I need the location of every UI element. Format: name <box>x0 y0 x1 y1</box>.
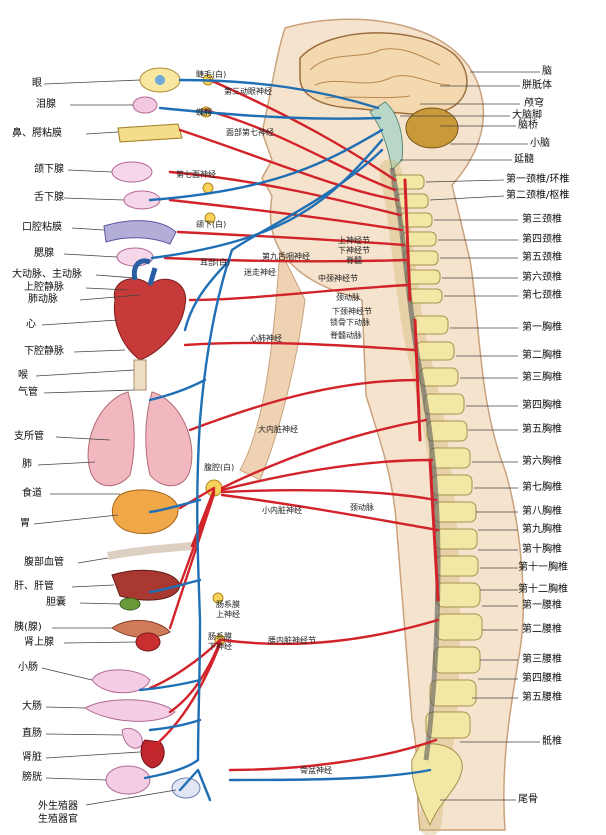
label-bladder: 膀胱 <box>22 772 42 783</box>
label-submandibular-gland: 颌下腺 <box>34 164 64 175</box>
label-carotid-artery-lower: 颈动脉 <box>350 503 374 512</box>
label-l2: 第二腰椎 <box>522 624 562 635</box>
label-t3: 第三胸椎 <box>522 372 562 383</box>
label-external-genitalia: 外生殖器 <box>38 801 78 812</box>
label-inferior-cervical-ganglion: 下颈神经节 <box>332 307 372 316</box>
label-l3: 第三腰椎 <box>522 654 562 665</box>
label-c3: 第三颈椎 <box>522 214 562 225</box>
label-t5: 第五胸椎 <box>522 424 562 435</box>
label-corpus-callosum: 胼胝体 <box>522 80 552 91</box>
red-nerves <box>148 78 440 772</box>
label-vagus-nerve: 迷走神经 <box>244 268 276 277</box>
label-nasal-palatal-mucosa: 鼻、腭粘膜 <box>12 128 62 139</box>
label-gallbladder: 胆囊 <box>46 597 66 608</box>
organs <box>84 67 201 799</box>
label-trachea: 气管 <box>18 387 38 398</box>
label-superior-mesenteric-nerve: 肠系膜上神经 <box>216 600 240 619</box>
label-subclavian-artery: 锁骨下动脉 <box>330 318 370 327</box>
label-greater-splanchnic-nerve: 大内脏神经 <box>258 425 298 434</box>
ganglia <box>200 74 226 646</box>
label-lung: 肺 <box>22 459 32 470</box>
label-pulmonary-artery: 肺动脉 <box>28 294 58 305</box>
spine <box>379 159 483 835</box>
label-adrenal-gland: 肾上腺 <box>24 637 54 648</box>
label-aorta: 大动脉、主动脉 <box>12 269 82 280</box>
label-oculomotor-nerve: 第三动眼神经 <box>224 87 272 96</box>
label-glossopharyngeal-nerve: 第九舌咽神经 <box>262 252 310 261</box>
label-l4: 第四腰椎 <box>522 673 562 684</box>
label-lumbar-splanchnic-ganglion: 腰内脏神经节 <box>268 636 316 645</box>
label-pancreas: 胰(腺) <box>14 622 42 633</box>
label-l1: 第一腰椎 <box>522 600 562 611</box>
label-t1: 第一胸椎 <box>522 322 562 333</box>
label-brain: 脑 <box>542 66 552 77</box>
label-submandibular-ganglion: 颌下(白) <box>196 220 227 229</box>
label-otic-ganglion: 耳部(白) <box>200 258 231 267</box>
label-rectum: 直肠 <box>22 728 42 739</box>
label-inferior-mesenteric-nerve: 肠系膜下神经 <box>208 632 232 651</box>
label-pelvic-nerve: 骨盆神经 <box>300 766 332 775</box>
label-c1: 第一颈椎/环椎 <box>506 174 570 185</box>
label-t4: 第四胸椎 <box>522 400 562 411</box>
label-t9: 第九胸椎 <box>522 524 562 535</box>
label-ciliary-ganglion: 睫毛(白) <box>196 70 227 79</box>
blue-nerves <box>138 78 432 802</box>
label-c7: 第七颈椎 <box>522 290 562 301</box>
label-spinal-cord: 脊髓 <box>346 256 362 265</box>
label-t10: 第十胸椎 <box>522 544 562 555</box>
label-cardiopulmonary-nerve: 心肺神经 <box>250 334 282 343</box>
label-c2: 第二颈椎/枢椎 <box>506 190 570 201</box>
label-inferior-vena-cava: 下腔静脉 <box>24 346 64 357</box>
label-eye: 眼 <box>32 78 42 89</box>
label-facial-nerve-7: 面部第七神经 <box>226 128 274 137</box>
label-cranial-vault: 颅穹 <box>524 98 544 109</box>
label-superior-vena-cava: 上腔静脉 <box>24 282 64 293</box>
label-liver-bile-duct: 肝、肝管 <box>14 581 54 592</box>
label-stomach: 胃 <box>20 518 30 529</box>
label-inferior-ganglion: 下神经节 <box>338 246 370 255</box>
label-coccyx: 尾骨 <box>518 794 538 805</box>
label-esophagus: 食道 <box>22 488 42 499</box>
label-celiac-ganglion: 腹腔(白) <box>204 463 235 472</box>
label-carotid-artery-upper: 颈动脉 <box>336 293 360 302</box>
neck-skin <box>239 248 306 481</box>
label-kidney: 肾脏 <box>22 752 42 763</box>
label-cerebellum: 小脑 <box>530 138 550 149</box>
label-l5: 第五腰椎 <box>522 692 562 703</box>
label-small-intestine: 小肠 <box>18 662 38 673</box>
label-medulla: 延髓 <box>514 154 534 165</box>
label-middle-cervical-ganglion: 中颈神经节 <box>318 274 358 283</box>
label-abdominal-vessels: 腹部血管 <box>24 557 64 568</box>
label-larynx: 喉 <box>18 370 28 381</box>
label-c5: 第五颈椎 <box>522 252 562 263</box>
label-pons: 脑桥 <box>518 120 538 131</box>
label-t2: 第二胸椎 <box>522 350 562 361</box>
label-pterygopalatine: 蝶腭 <box>196 108 212 117</box>
label-oral-mucosa: 口腔粘膜 <box>22 222 62 233</box>
label-sublingual-gland: 舌下腺 <box>34 192 64 203</box>
label-large-intestine: 大肠 <box>22 701 42 712</box>
label-superior-ganglion: 上神经节 <box>338 236 370 245</box>
label-sacrum: 骶椎 <box>542 736 562 747</box>
label-t7: 第七胸椎 <box>522 482 562 493</box>
leader-lines <box>33 71 540 806</box>
label-heart: 心 <box>26 319 36 330</box>
label-lesser-splanchnic-nerve: 小内脏神经 <box>262 506 302 515</box>
label-reproductive-organs: 生殖器官 <box>38 814 78 825</box>
label-t6: 第六胸椎 <box>522 456 562 467</box>
cerebellum <box>405 107 459 149</box>
label-c4: 第四颈椎 <box>522 234 562 245</box>
label-c6: 第六颈椎 <box>522 272 562 283</box>
label-parotid-gland: 腮腺 <box>34 248 54 259</box>
label-t11: 第十一胸椎 <box>518 562 568 573</box>
label-lacrimal-gland: 泪腺 <box>36 99 56 110</box>
label-bronchi: 支所管 <box>14 431 44 442</box>
brain <box>299 32 468 115</box>
label-t8: 第八胸椎 <box>522 506 562 517</box>
label-spinal-artery: 脊髓动脉 <box>330 331 362 340</box>
label-t12: 第十二胸椎 <box>518 584 568 595</box>
label-cerebral-peduncle: 大脑脚 <box>512 110 542 121</box>
label-seventh-facial-nerve: 第七面神经 <box>176 170 216 179</box>
